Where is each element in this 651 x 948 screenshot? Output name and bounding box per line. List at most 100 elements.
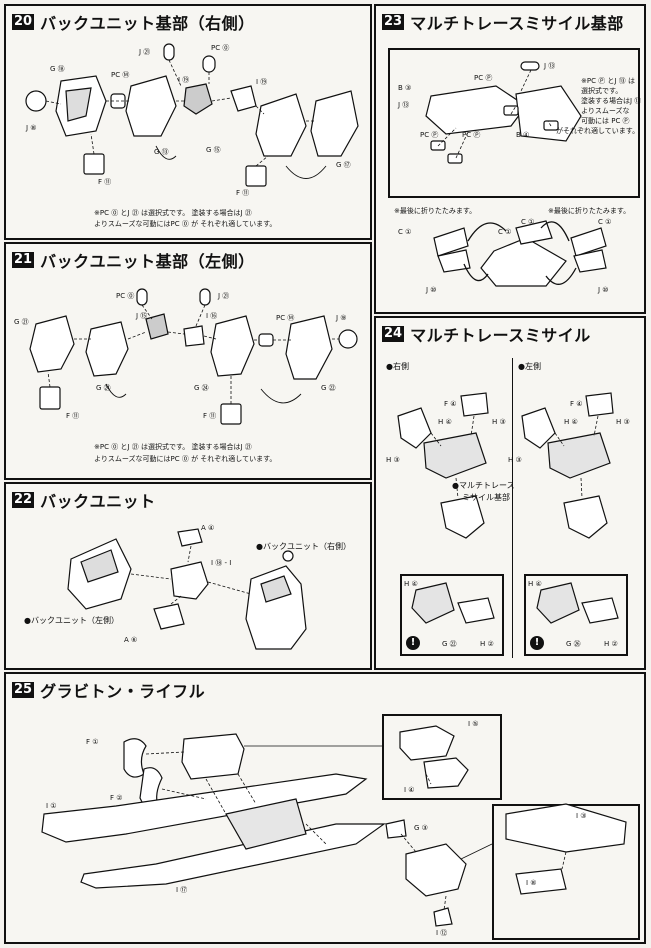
step-number: 23 [382,14,405,30]
part-label-i19-b: I ⑲ [256,78,268,86]
step-24-panel: 24 マルチトレースミサイル ●右側 ●左側 [374,316,646,670]
part-label-g21: G ㉑ [14,318,29,326]
step-24-header: 24 マルチトレースミサイル [382,322,591,346]
part-label-g24-b: G ㉔ [194,384,209,392]
part-label-i16: I ⑯ [206,312,218,320]
part-label-f11-b: F ⑪ [236,189,250,197]
part-label-c1-b: C ① [498,228,512,236]
step-23-diagram [425,61,607,287]
step-title: バックユニット基部（右側） [40,14,255,33]
step-23-fold-note-right: ※最後に折りたたみます。 [548,207,631,215]
step-24-diagram [397,392,619,624]
step-22-diagram [67,528,307,650]
step-23-header: 23 マルチトレースミサイル基部 [382,10,624,34]
part-label-g26: G ㉖ [566,640,581,648]
step-20-note-line1: ※PC ⓪ とJ ㉑ は選択式です。 塗装する場合はJ ㉑ [94,209,252,217]
part-label-i12: I ⑫ [436,929,448,937]
step-21-diagram [29,288,358,425]
step-21-note-line2: よりスムーズな可動にはPC ⓪ が それぞれ適しています。 [94,455,277,463]
step-21-note-line1: ※PC ⓪ とJ ㉑ は選択式です。 塗装する場合はJ ㉑ [94,443,252,451]
step-22-header: 22 バックユニット [12,488,156,512]
part-label-g15: G ⑮ [206,146,221,154]
part-label-h3-d: H ③ [508,456,522,464]
step-23-upper-box [388,48,640,198]
step-23-panel: 23 マルチトレースミサイル基部 ×2 [374,4,646,314]
part-label-f11-a: F ⑪ [98,178,112,186]
step-20-header: 20 バックユニット基部（右側） [12,10,255,34]
step-title: グラビトン・ライフル [40,682,206,701]
part-label-f4-b: F ④ [570,400,583,408]
step-23-fold-note-left: ※最後に折りたたみます。 [394,207,477,215]
part-label-pc0: PC ⓪ [116,292,135,300]
part-label-f1: F ① [86,738,99,746]
step-23-note-line3: 塗装する場合はJ ⑬ [581,97,642,105]
step-23-note-line4: よりスムーズな [581,107,630,115]
step-20-panel: 20 バックユニット基部（右側） [4,4,372,240]
part-label-i5: I ⑤ [468,720,479,728]
part-label-j9: J ⑨ [336,314,347,322]
part-label-g3: G ③ [414,824,428,832]
part-label-j15: J ⑮ [136,312,148,320]
part-label-h4-c: H ④ [404,580,418,588]
part-label-h4-d: H ④ [528,580,542,588]
part-label-i3: I ③ [576,812,587,820]
step-number: 21 [12,252,35,268]
part-label-b4: B ④ [516,131,530,139]
step-25-panel: 25 グラビトン・ライフル [4,672,646,944]
label-back-unit-left: ●バックユニット（左側） [24,616,119,625]
label-missile-base-line2: ミサイル基部 [462,493,510,502]
part-label-j10-b: J ⑩ [598,286,609,294]
part-label-f2: F ② [110,794,123,802]
part-label-h4-a: H ④ [438,418,452,426]
part-label-i8: I ⑧ [526,879,537,887]
part-label-h2-b: H ② [604,640,618,648]
part-label-i17: I ⑰ [176,886,188,894]
part-label-g18: G ⑱ [50,65,65,73]
step-22-panel: 22 バックユニット A ④ I ⑱ - I ●バックユニット（右側） ●バック… [4,482,372,670]
part-label-pcm: PC Ⓜ [111,71,130,79]
part-label-j21: J ㉑ [139,48,151,56]
part-label-h2-a: H ② [480,640,494,648]
part-label-g22: G ㉒ [321,384,336,392]
label-back-unit-right: ●バックユニット（右側） [256,542,351,551]
step-24-divider [512,358,513,658]
part-label-a4: A ④ [201,524,215,532]
part-label-g13: G ⑬ [154,148,169,156]
part-label-c1-d: C ① [598,218,612,226]
part-label-j13-a: J ⑬ [544,62,556,70]
part-label-pc0: PC ⓪ [211,44,230,52]
step-23-note-line6: がそれぞれ適しています。 [556,127,640,135]
step-20-diagram [25,43,359,187]
step-title: マルチトレースミサイル基部 [410,14,624,33]
part-label-j10-a: J ⑩ [426,286,437,294]
part-label-pcp-c: PC Ⓟ [462,131,481,139]
step-number: 25 [12,682,35,698]
label-right-side: ●右側 [386,362,409,371]
part-label-i18i: I ⑱ - I [211,559,232,567]
step-23-note-line5: 可動には PC Ⓟ [581,117,630,125]
warning-icon: ! [406,636,420,650]
step-number: 24 [382,326,405,342]
part-label-a6: A ⑥ [124,636,138,644]
step-23-note-line1: ※PC Ⓟ とJ ⑬ は [581,77,635,85]
part-label-pcp-b: PC Ⓟ [420,131,439,139]
part-label-f11-a: F ⑪ [66,412,80,420]
step-number: 22 [12,492,35,508]
part-label-i19-a: I ⑲ [178,76,190,84]
part-label-g22b: G ㉒ [442,640,457,648]
label-left-side: ●左側 [518,362,541,371]
part-label-c1-c: C ① [521,218,535,226]
step-number: 20 [12,14,35,30]
step-25-header: 25 グラビトン・ライフル [12,678,205,702]
part-label-f11-b: F ⑪ [203,412,217,420]
part-label-i4: I ④ [404,786,415,794]
part-label-b3: B ③ [398,84,412,92]
part-label-i1: I ① [46,802,57,810]
part-label-c1-a: C ① [398,228,412,236]
step-title: バックユニット基部（左側） [40,252,255,271]
step-title: マルチトレースミサイル [410,326,591,345]
part-label-j8: J ⑧ [26,124,37,132]
part-label-h3-c: H ③ [616,418,630,426]
part-label-pcm: PC Ⓜ [276,314,295,322]
